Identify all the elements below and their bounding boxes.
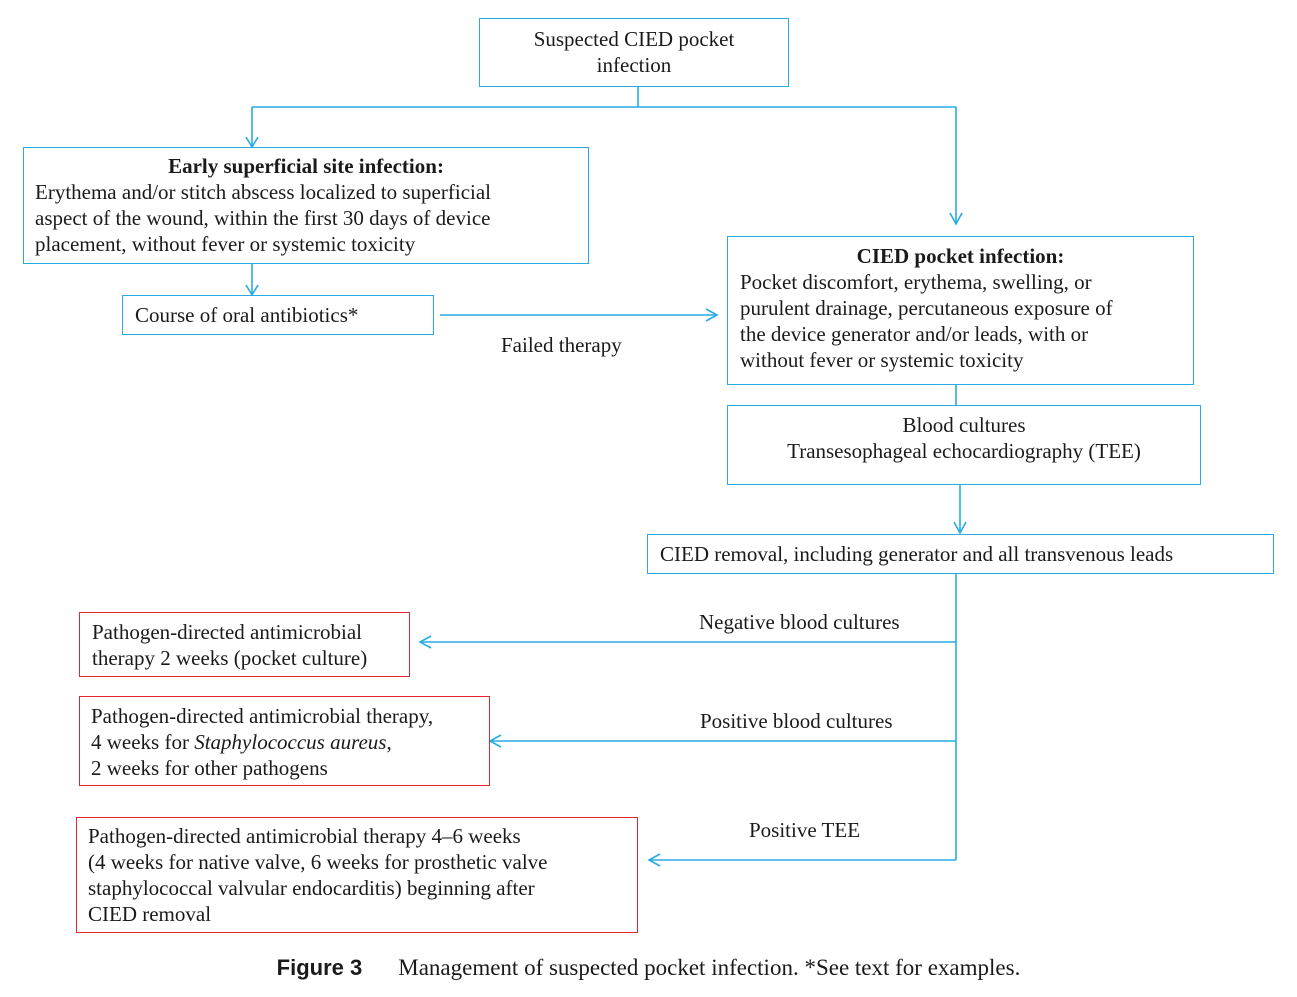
node-positive-therapy: Pathogen-directed antimicrobial therapy,… (79, 696, 490, 786)
node-suspected-infection: Suspected CIED pocket infection (479, 18, 789, 87)
node-early-title: Early superficial site infection: (168, 154, 444, 178)
edge-label-failed-therapy: Failed therapy (501, 333, 622, 357)
node-pocket-line-3: the device generator and/or leads, with … (740, 322, 1089, 346)
node-early-line-1: Erythema and/or stitch abscess localized… (35, 180, 492, 204)
node-pocket-line-1: Pocket discomfort, erythema, swelling, o… (740, 270, 1092, 294)
node-early-superficial-infection: Early superficial site infection: Erythe… (23, 147, 589, 264)
node-cied-pocket-infection: CIED pocket infection: Pocket discomfort… (727, 236, 1194, 385)
arrowhead-tee (647, 853, 661, 867)
arrowhead-positive (488, 734, 502, 748)
node-negative-therapy: Pathogen-directed antimicrobial therapy … (79, 612, 410, 677)
node-pos-line-1: Pathogen-directed antimicrobial therapy, (91, 704, 434, 728)
node-neg-line-2: therapy 2 weeks (pocket culture) (92, 646, 368, 670)
node-suspected-line-2: infection (596, 53, 672, 77)
node-pos-line-2-post: , (386, 730, 392, 754)
arrowhead-removal (953, 521, 967, 535)
node-removal-text: CIED removal, including generator and al… (660, 542, 1174, 566)
node-pos-line-2-organism: Staphylococcus aureus (194, 730, 387, 754)
node-tee-therapy: Pathogen-directed antimicrobial therapy … (76, 817, 638, 933)
figure-caption: Figure 3 Management of suspected pocket i… (0, 955, 1297, 981)
edge-label-positive-tee: Positive TEE (749, 818, 861, 842)
node-pos-line-2-pre: 4 weeks for (91, 730, 195, 754)
node-tee-line-1: Pathogen-directed antimicrobial therapy … (88, 824, 521, 848)
node-suspected-line-1: Suspected CIED pocket (533, 27, 735, 51)
node-oral-text: Course of oral antibiotics* (135, 303, 359, 327)
node-pos-line-3: 2 weeks for other pathogens (91, 756, 328, 780)
node-early-line-2: aspect of the wound, within the first 30… (35, 206, 491, 230)
arrowhead-failed (705, 308, 719, 322)
node-pocket-line-2: purulent drainage, percutaneous exposure… (740, 296, 1113, 320)
node-tee-line-3: staphylococcal valvular endocarditis) be… (88, 876, 535, 900)
arrowhead-pocket (949, 212, 963, 226)
node-blood-line-2: Transesophageal echocardiography (TEE) (787, 439, 1141, 463)
node-blood-line-1: Blood cultures (902, 413, 1026, 437)
node-tee-line-4: CIED removal (88, 902, 212, 926)
edge-label-positive-cultures: Positive blood cultures (700, 709, 893, 733)
node-cied-removal: CIED removal, including generator and al… (647, 534, 1274, 574)
node-oral-antibiotics: Course of oral antibiotics* (122, 295, 434, 335)
node-blood-cultures-tee: Blood cultures Transesophageal echocardi… (727, 405, 1201, 485)
node-early-line-3: placement, without fever or systemic tox… (35, 232, 416, 256)
arrowhead-negative (418, 635, 432, 649)
figure-caption-text: Management of suspected pocket infection… (398, 955, 1021, 980)
node-pocket-line-4: without fever or systemic toxicity (740, 348, 1024, 372)
node-pocket-title: CIED pocket infection: (856, 244, 1065, 268)
node-tee-line-2: (4 weeks for native valve, 6 weeks for p… (88, 850, 548, 874)
edge-label-negative-cultures: Negative blood cultures (699, 610, 900, 634)
node-pos-line-2: 4 weeks for Staphylococcus aureus, (91, 729, 489, 755)
node-neg-line-1: Pathogen-directed antimicrobial (92, 620, 362, 644)
figure-number: Figure 3 (276, 955, 363, 980)
